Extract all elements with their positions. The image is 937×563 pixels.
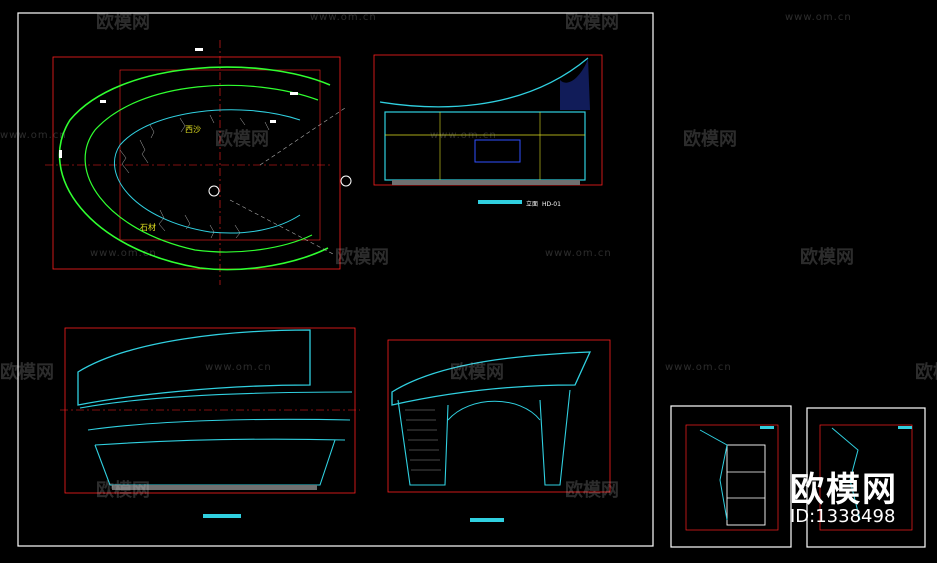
side-base: [112, 485, 317, 490]
side-dimension-box: [64, 327, 356, 494]
elevation-body: [384, 111, 586, 181]
detail-frame-1: [670, 405, 792, 548]
detail-1-cabinet: [726, 444, 766, 526]
section-shell-top: [391, 351, 592, 406]
plan-dim-tag: [195, 48, 203, 51]
watermark-brand: 欧模网: [800, 247, 854, 268]
section-hatch: [405, 409, 441, 471]
detail-1-profile: [699, 429, 728, 521]
detail-view-1: [685, 424, 779, 531]
plan-dim-tag: [270, 120, 276, 123]
elevation-title-bar: [478, 200, 522, 204]
watermark-url: www.om.cn: [310, 12, 377, 23]
side-title-bar: [203, 514, 241, 518]
watermark-brand: 欧模网: [0, 362, 54, 383]
section-right-leg: [539, 389, 571, 486]
plan-section-cut: [259, 107, 346, 166]
detail-2-profile: [831, 427, 861, 521]
plan-index-marker: [340, 175, 352, 187]
elevation-sail-fill: [560, 58, 590, 110]
watermark-brand: 欧模网: [335, 247, 389, 268]
plan-dim-tag: [100, 100, 106, 103]
elevation-display-panel: [474, 139, 521, 163]
watermark-brand: 欧模网: [96, 12, 150, 33]
watermark-brand: 欧模网: [215, 129, 269, 150]
elevation-code: HD-01: [542, 201, 561, 208]
plan-view: 西沙 石材: [45, 40, 352, 285]
front-elevation: 立面 HD-01: [373, 54, 603, 208]
elevation-dimension-box: [373, 54, 603, 186]
elevation-tag: 立面: [526, 200, 538, 208]
watermark-brand: 欧模网: [683, 129, 737, 150]
plan-dim-tag: [290, 92, 298, 95]
section-left-leg: [397, 399, 449, 486]
brand-logo: 欧模网: [790, 470, 898, 510]
watermark-url: www.om.cn: [545, 248, 612, 259]
detail-1-tag: [760, 426, 774, 429]
section-dimension-box: [387, 339, 611, 493]
elevation-base: [392, 180, 580, 185]
plan-outer-edge: [58, 66, 331, 271]
elevation-sail-top: [379, 57, 589, 108]
brand-id: ID:1338498: [790, 506, 896, 527]
plan-stone-hatch: [119, 114, 270, 239]
plan-inner-box: [119, 69, 321, 241]
plan-label: 西沙: [185, 125, 201, 134]
watermark-url: www.om.cn: [205, 362, 272, 373]
sheet-frame: [17, 12, 654, 547]
plan-label-2: 石材: [140, 222, 156, 232]
detail-view-2: [819, 424, 913, 531]
detail-2-tag: [898, 426, 912, 429]
watermark-url: www.om.cn: [90, 248, 157, 259]
watermark-brand: 欧模网: [450, 362, 504, 383]
section-title-bar: [470, 518, 504, 522]
detail-1-dim-box: [685, 424, 779, 531]
plan-counter-edge: [114, 109, 301, 234]
side-shell-band-2: [87, 418, 351, 431]
detail-frame-2: [806, 407, 926, 548]
plan-inner-edge: [84, 84, 319, 253]
watermark-url: www.om.cn: [430, 130, 497, 141]
plan-dim-tag: [59, 150, 62, 158]
watermark-brand: 欧模网: [565, 12, 619, 33]
detail-2-dim-box: [819, 424, 913, 531]
watermark-brand: 欧模网: [915, 362, 937, 383]
side-top-shell: [77, 329, 311, 406]
plan-section-cut-2: [229, 199, 336, 256]
side-elevation: [60, 327, 360, 518]
watermark-brand: 欧模网: [565, 480, 619, 501]
plan-axis-marker: [208, 185, 220, 197]
side-shell-band-3: [94, 438, 346, 446]
section-view: [387, 339, 611, 522]
watermark-url: www.om.cn: [785, 12, 852, 23]
plan-dimension-box: [52, 56, 341, 270]
section-arch: [447, 400, 541, 421]
watermark-url: www.om.cn: [665, 362, 732, 373]
watermark-brand: 欧模网: [96, 480, 150, 501]
side-shell-band-1: [79, 391, 353, 409]
watermark-url: www.om.cn: [0, 130, 67, 141]
